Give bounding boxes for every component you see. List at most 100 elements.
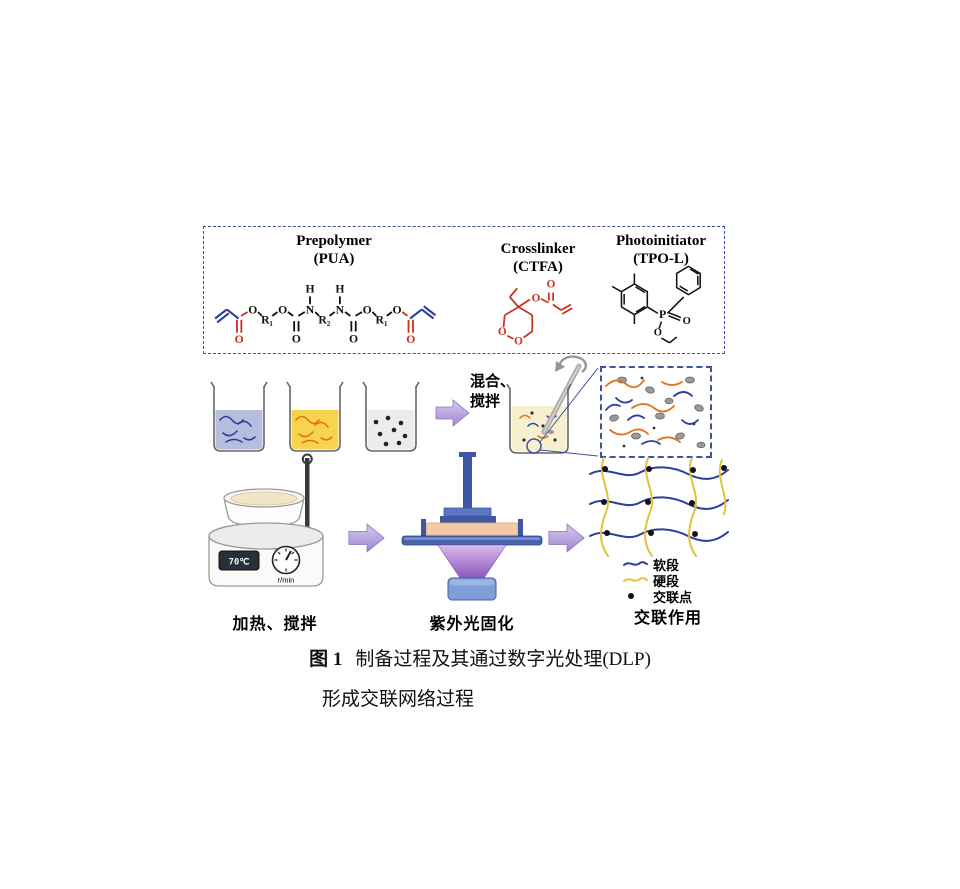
- atom-O: O: [547, 279, 556, 291]
- photoinitiator-title: Photoinitiator (TPO-L): [600, 232, 722, 268]
- beaker-prepolymer: [210, 381, 268, 452]
- reaction-vessel: [223, 488, 305, 526]
- beaker-mixture: [506, 355, 587, 454]
- components-box: Prepolymer (PUA) Crosslinker (CTFA) Phot…: [203, 226, 725, 354]
- zoom-connector-lines: [539, 367, 599, 457]
- magnifier-circle: [526, 438, 542, 454]
- stand-rod: [301, 453, 313, 528]
- hotplate-body: [208, 522, 324, 587]
- figure-caption-line1: 图 1 制备过程及其通过数字光处理(DLP): [220, 644, 740, 671]
- pua-backbone-bonds: [257, 296, 393, 332]
- pua-acrylate-bonds: [236, 311, 414, 333]
- prepolymer-title-line2: (PUA): [313, 251, 355, 267]
- atom-O: O: [393, 303, 402, 316]
- soft-segment-curves: [589, 466, 729, 542]
- beaker-liquid: [291, 410, 339, 450]
- hard-segment-squiggles: [295, 415, 333, 444]
- zoom-hard-segments: [605, 379, 683, 443]
- figure-number: 图 1: [309, 649, 343, 670]
- legend-hard-label: 硬段: [653, 573, 680, 589]
- ctfa-structure-drawing: O O O O: [498, 279, 573, 348]
- atom-O: O: [683, 316, 691, 327]
- photoinitiator-dots: [373, 415, 408, 447]
- mix-label-line2: 搅拌: [470, 393, 501, 410]
- atom-R1: R₁: [261, 314, 273, 327]
- crosslinker-title-line1: Crosslinker: [500, 241, 576, 257]
- beaker-outline: [362, 381, 420, 452]
- legend-row-hard: 硬段: [622, 572, 692, 589]
- pua-atom-labels: O O R₁ O O N H R₂ N H O O R₁ O O: [235, 283, 416, 347]
- knob-unit-label: r/min: [278, 576, 295, 585]
- heat-step-label: 加热、搅拌: [232, 616, 318, 633]
- atom-O: O: [278, 303, 287, 316]
- crosslinker-title: Crosslinker (CTFA): [482, 240, 594, 276]
- atom-O: O: [498, 326, 507, 338]
- stirring-rod: [541, 363, 582, 435]
- temperature-readout: 70℃: [229, 557, 250, 568]
- zoom-small-dots: [622, 376, 696, 448]
- atom-N: N: [336, 303, 345, 316]
- projector: [447, 577, 497, 601]
- arrow-network-icon: [548, 523, 585, 553]
- ctfa-bonds: [502, 287, 573, 340]
- beaker-outline: [210, 381, 268, 452]
- atom-O: O: [654, 328, 662, 339]
- photoinitiator-title-line1: Photoinitiator: [616, 233, 706, 249]
- uv-step-label: 紫外光固化: [429, 616, 515, 633]
- atom-O: O: [292, 333, 301, 346]
- atom-O: O: [248, 303, 257, 316]
- legend-row-soft: 软段: [622, 556, 692, 573]
- crosslinker-title-line2: (CTFA): [513, 259, 563, 275]
- arrow-cure-icon: [348, 523, 385, 553]
- mix-step-label: 混合、 搅拌: [470, 372, 515, 412]
- tpol-bonds: [611, 265, 701, 344]
- mixture-specks: [519, 411, 557, 442]
- build-platform-arm: [440, 452, 496, 525]
- resin-layer: [425, 522, 519, 536]
- hard-segment-line-icon: [623, 577, 648, 582]
- crosslink-step-label: 交联作用: [633, 610, 702, 627]
- dlp-printer: [401, 452, 543, 601]
- mixture-zoom-drawing: [605, 376, 706, 449]
- beaker-photoinitiator: [362, 381, 420, 452]
- uv-light-cone: [437, 544, 507, 579]
- beaker-liquid: [367, 410, 415, 450]
- zoom-soft-segments: [605, 391, 699, 445]
- tpol-atom-labels: P O O: [654, 308, 691, 339]
- prepolymer-title-line1: Prepolymer: [296, 233, 372, 249]
- beaker-liquid: [215, 410, 263, 450]
- hotplate-stirrer: 70℃ r/min: [208, 453, 324, 587]
- atom-O: O: [532, 292, 541, 304]
- arrow-mix-icon: [435, 399, 470, 427]
- prepolymer-title: Prepolymer (PUA): [259, 232, 409, 268]
- crosslinked-network: [589, 457, 729, 557]
- mixture-zoom-box: [600, 366, 712, 458]
- hard-segment-curves: [600, 457, 727, 557]
- crosslink-dot-icon: [628, 593, 634, 599]
- atom-H: H: [305, 283, 314, 296]
- soft-segment-squiggles: [219, 415, 256, 443]
- soft-segment-line-icon: [623, 561, 648, 566]
- rotation-arrow-icon: [555, 355, 587, 373]
- speed-knob: [271, 545, 301, 575]
- tpol-structure-drawing: P O O: [611, 265, 701, 344]
- atom-O: O: [235, 333, 244, 346]
- photoinitiator-title-line2: (TPO-L): [633, 251, 689, 267]
- beaker-outline: [506, 383, 572, 454]
- atom-O: O: [349, 333, 358, 346]
- atom-O: O: [514, 336, 523, 348]
- atom-N: N: [306, 303, 315, 316]
- atom-O: O: [363, 303, 372, 316]
- legend-soft-label: 软段: [653, 557, 680, 573]
- beaker-outline: [286, 381, 344, 452]
- zoom-gray-particles: [609, 376, 706, 449]
- crosslink-points: [601, 465, 727, 537]
- pua-structure-drawing: O O R₁ O O N H R₂ N H O O R₁ O O: [214, 283, 437, 347]
- build-plate: [440, 516, 496, 525]
- ctfa-atom-labels: O O O O: [498, 279, 556, 348]
- beaker-crosslinker: [286, 381, 344, 452]
- resin-vat: [421, 519, 523, 537]
- legend-row-node: 交联点: [622, 588, 692, 605]
- caption-text: 制备过程及其通过数字光处理(DLP): [355, 649, 651, 670]
